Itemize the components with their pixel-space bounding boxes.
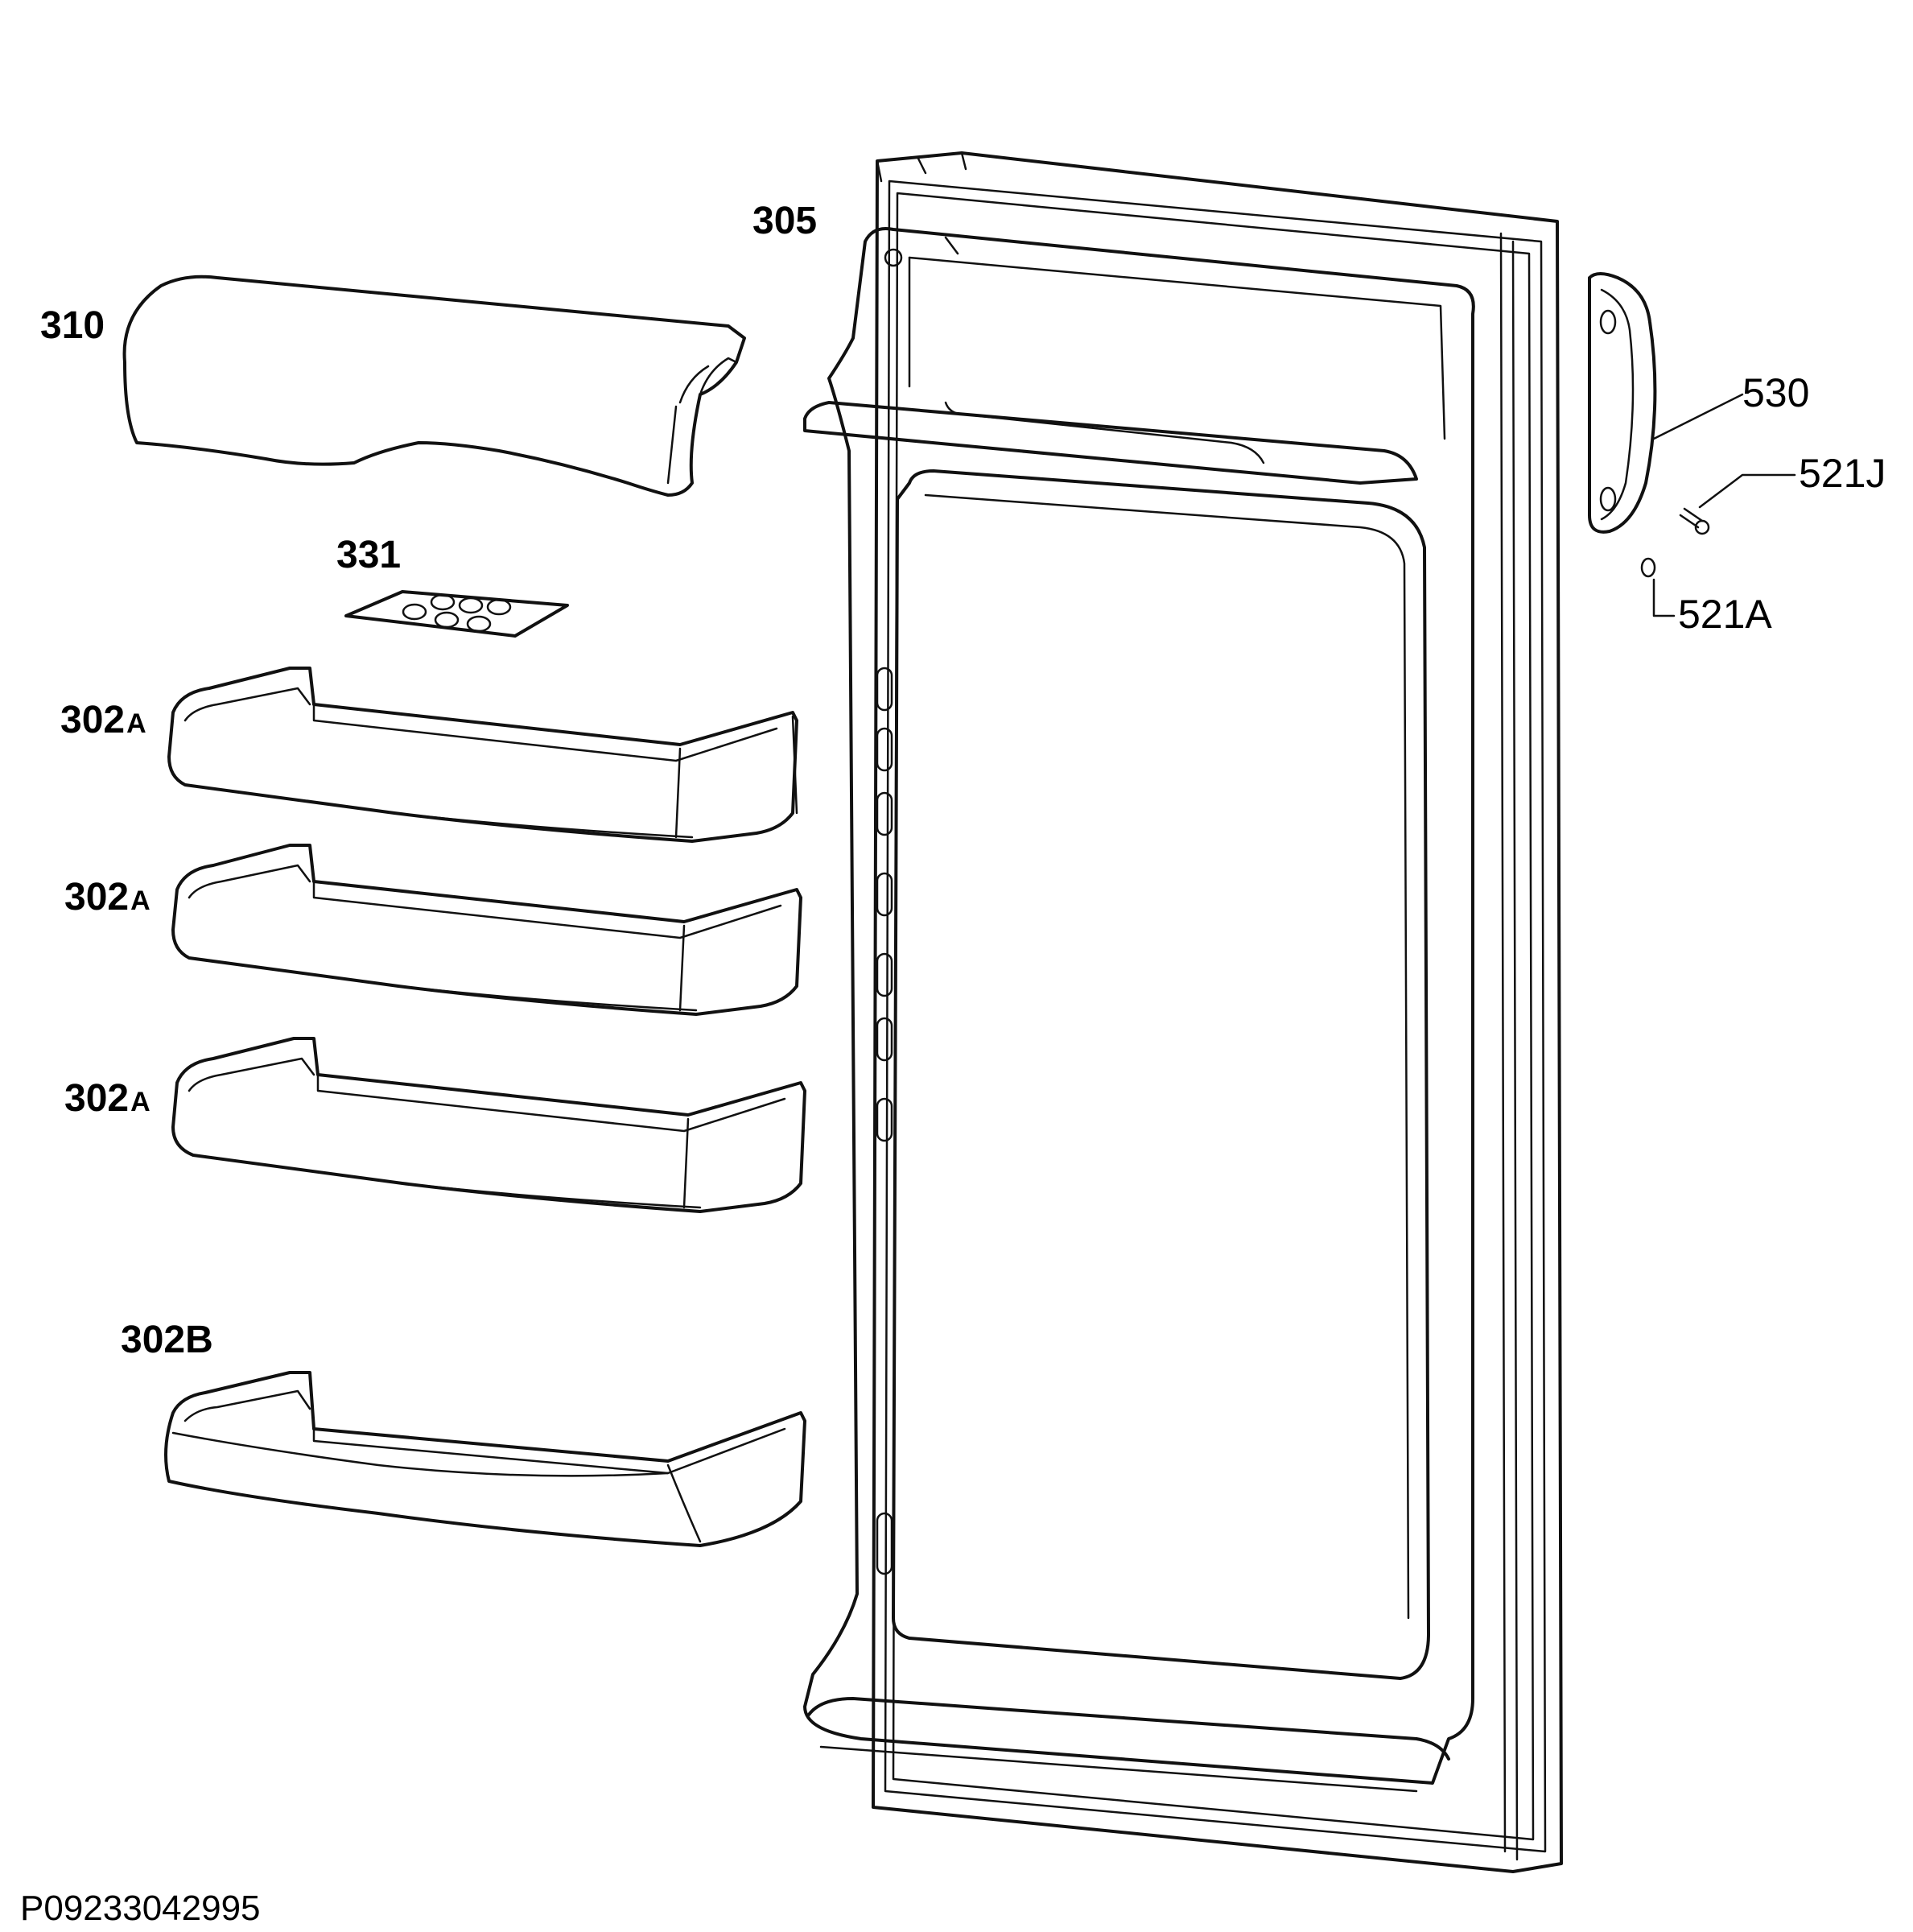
label-302a-1-number: 302	[60, 699, 125, 741]
label-302a-2-suffix: A	[130, 886, 150, 916]
label-302a-1-suffix: A	[126, 708, 146, 739]
egg-tray-331	[344, 590, 569, 638]
drawing-code: P09233042995	[20, 1889, 261, 1928]
label-521a: 521A	[1678, 592, 1772, 637]
label-302a-1: 302A	[60, 699, 146, 741]
label-305: 305	[752, 200, 817, 242]
label-310: 310	[40, 304, 105, 347]
label-302b: 302B	[121, 1319, 213, 1361]
label-302a-2: 302A	[64, 876, 150, 919]
label-302a-3-number: 302	[64, 1077, 129, 1120]
door-shelf-302a-1	[167, 667, 798, 843]
door-handle-530	[1588, 272, 1657, 534]
door-shelf-302a-3	[171, 1037, 806, 1213]
door-panel-305	[803, 151, 1563, 1873]
screw-521j	[1679, 507, 1710, 535]
door-shelf-302b	[164, 1371, 806, 1547]
label-530: 530	[1742, 370, 1809, 415]
label-302a-3-suffix: A	[130, 1087, 150, 1117]
label-302a-3: 302A	[64, 1077, 150, 1120]
washer-521a	[1640, 557, 1656, 578]
label-331: 331	[336, 534, 401, 576]
label-302a-2-number: 302	[64, 876, 129, 919]
door-shelf-302a-2	[171, 844, 802, 1016]
dairy-lid-310	[122, 275, 746, 497]
leader-line-521j	[1698, 473, 1796, 509]
label-521j: 521J	[1799, 451, 1886, 496]
leader-line-530	[1652, 393, 1744, 440]
leader-line-521a	[1652, 578, 1676, 617]
